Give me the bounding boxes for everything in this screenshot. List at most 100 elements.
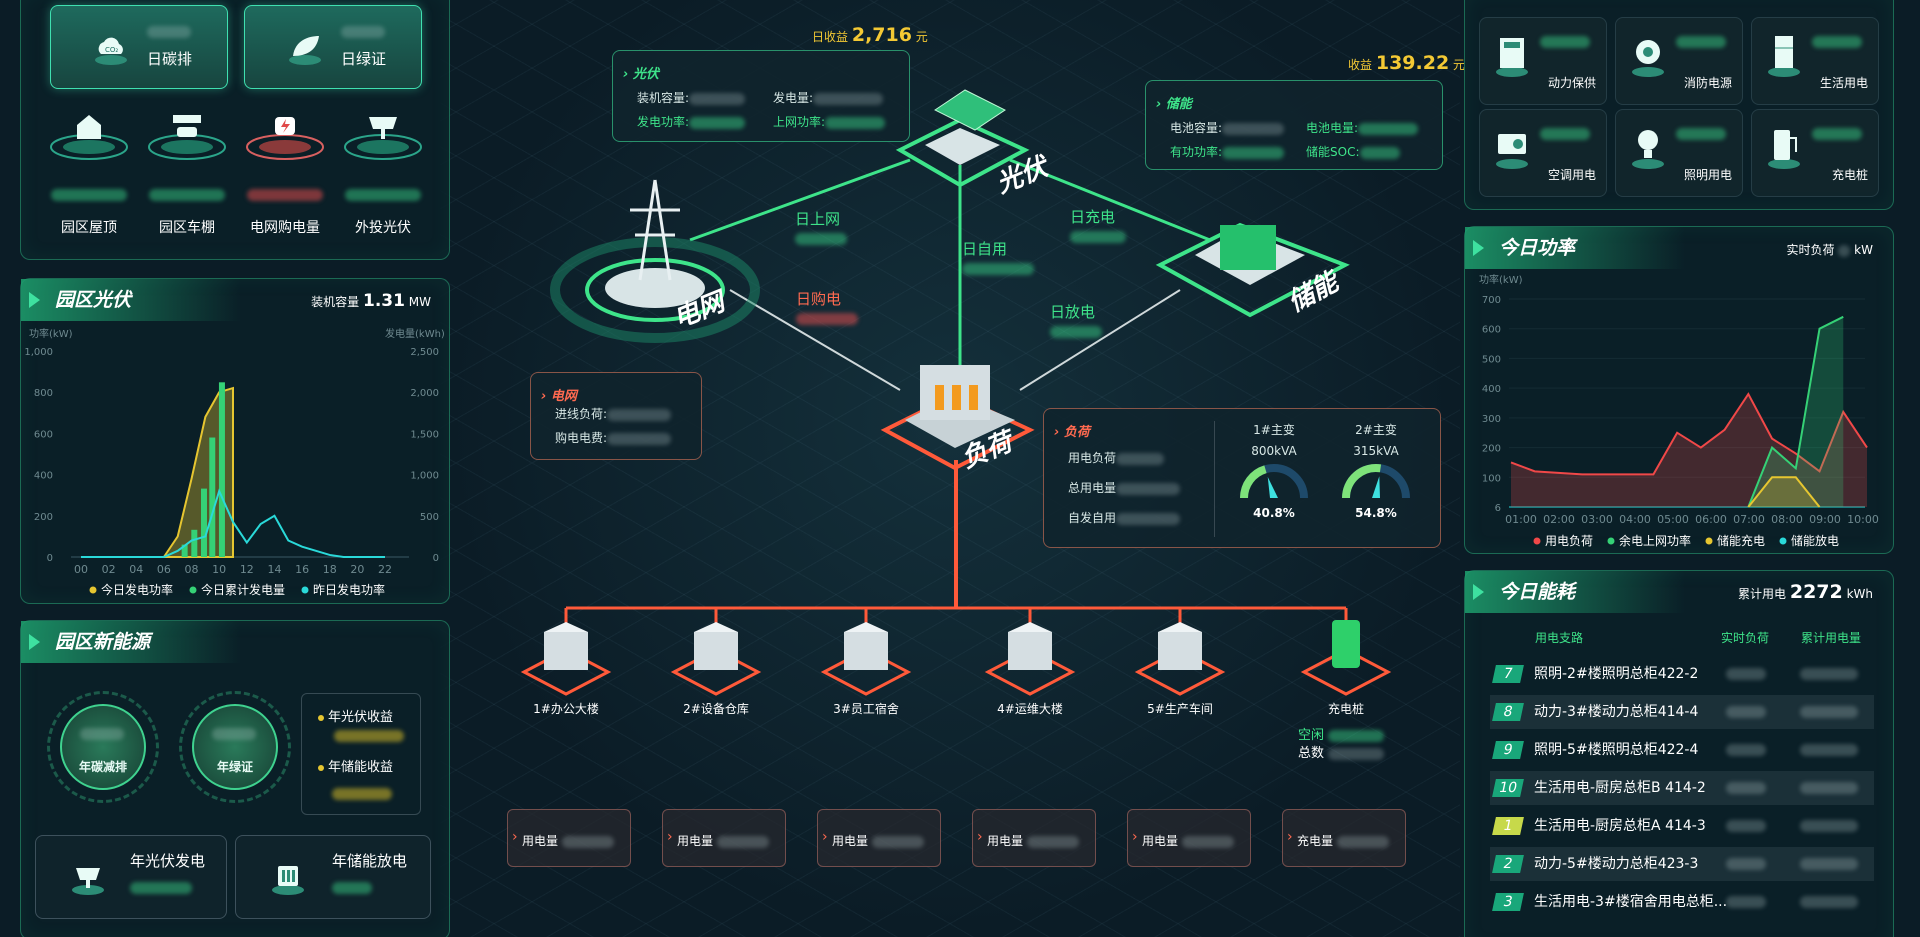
row-realtime-value (1726, 896, 1766, 908)
power-xtick: 06:00 (1695, 513, 1727, 526)
col-cumulative: 累计用电量 (1801, 631, 1862, 645)
pv-xtick: 14 (267, 563, 281, 576)
energy-panel-title: 今日能耗 (1465, 571, 1685, 613)
source-carport-value (149, 189, 225, 201)
row-cumulative-value (1800, 744, 1858, 756)
pv-xtick: 08 (185, 563, 199, 576)
annual-green-cert-label: 年绿证 (216, 760, 253, 774)
building-warehouse[interactable]: 2#设备仓库 (683, 702, 749, 716)
annual-pv-card[interactable]: 年光伏发电 (35, 835, 227, 919)
row-cumulative-value (1800, 668, 1858, 680)
col-branch: 用电支路 (1535, 631, 1584, 645)
pv-info-box[interactable]: › 光伏 装机容量: 发电量: 发电功率: 上网功率: (612, 50, 910, 142)
source-grid-value (247, 189, 323, 201)
power-ylabel: 功率(kW) (1479, 273, 1523, 286)
daily-carbon-tile[interactable]: CO₂ 日碳排 (50, 5, 228, 89)
building-roof (694, 622, 738, 632)
usage-warehouse[interactable]: 用电量 (662, 809, 786, 867)
source-roof[interactable]: 园区屋顶 (49, 103, 129, 253)
building-roof (1158, 622, 1202, 632)
device-charger[interactable]: 充电桩 (1751, 109, 1879, 197)
source-grid-purchase[interactable]: 电网购电量 (245, 103, 325, 253)
annual-green-cert-ring[interactable]: 年绿证 (179, 691, 291, 803)
building-office[interactable]: 1#办公大楼 (533, 702, 599, 716)
row-branch-name: 动力-5#楼动力总柜423-3 (1534, 856, 1699, 872)
load-info-box[interactable]: › 负荷 用电负荷 总用电量 自发自用 1#主变 800kVA 40.8% 2#… (1043, 408, 1441, 548)
building-body (544, 632, 588, 670)
row-branch-name: 动力-3#楼动力总柜414-4 (1534, 704, 1699, 720)
device-lighting[interactable]: 照明用电 (1615, 109, 1743, 197)
pv-income-legend: 年光伏收益 (328, 710, 394, 725)
usage-office[interactable]: 用电量 (507, 809, 631, 867)
daily-carbon-value (147, 26, 191, 38)
grid-info-box[interactable]: › 电网 进线负荷: 购电电费: (530, 372, 702, 460)
source-external-label: 外投光伏 (355, 220, 411, 236)
device-power-supply[interactable]: 动力保供 (1479, 17, 1607, 105)
row-branch-name: 照明-5#楼照明总柜422-4 (1534, 742, 1699, 758)
flow-grid-up: 日上网 (795, 208, 847, 247)
realtime-load: 实时负荷 kW (1786, 243, 1874, 257)
power-xtick: 04:00 (1619, 513, 1651, 526)
annual-storage-card[interactable]: 年储能放电 (235, 835, 431, 919)
source-external-value (345, 189, 421, 201)
storage-income: 收益 139.22 元 (1348, 52, 1466, 74)
device-fire-power[interactable]: 消防电源 (1615, 17, 1743, 105)
source-roof-value (51, 189, 127, 201)
building-body (694, 632, 738, 670)
building-workshop[interactable]: 5#生产车间 (1147, 702, 1213, 716)
charger-status: 空闲 总数 (1298, 727, 1385, 763)
row-rank: 10 (1492, 779, 1524, 797)
pv-ytick-left: 400 (34, 471, 53, 482)
building-ops[interactable]: 4#运维大楼 (997, 702, 1063, 716)
power-area-0 (1511, 394, 1867, 507)
pv-xtick: 10 (212, 563, 226, 576)
usage-workshop[interactable]: 用电量 (1127, 809, 1251, 867)
source-carport[interactable]: 园区车棚 (147, 103, 227, 253)
building-charger[interactable]: 充电桩 (1327, 702, 1364, 716)
pv-xtick: 02 (102, 563, 116, 576)
source-external-pv[interactable]: 外投光伏 (343, 103, 423, 253)
power-xtick: 10:00 (1847, 513, 1879, 526)
power-area-1 (1748, 316, 1844, 507)
pv-xtick: 22 (378, 563, 392, 576)
usage-dormitory[interactable]: 用电量 (817, 809, 941, 867)
gauge-needle (1267, 476, 1278, 498)
source-roof-label: 园区屋顶 (61, 220, 117, 236)
row-realtime-value (1726, 706, 1766, 718)
pv-legend-label: 今日发电功率 (101, 582, 173, 597)
pv-yesterday-line (81, 488, 385, 558)
row-cumulative-value (1800, 782, 1858, 794)
power-xtick: 09:00 (1809, 513, 1841, 526)
pv-ytick-left: 0 (47, 553, 53, 564)
power-legend-swatch (1607, 537, 1615, 545)
energy-panel: 今日能耗 累计用电 2272 kWh 用电支路 实时负荷 累计用电量 (1464, 570, 1894, 937)
device-aircon[interactable]: 空调用电 (1479, 109, 1607, 197)
storage-income-legend: 年储能收益 (328, 760, 394, 775)
storage-info-box[interactable]: › 储能 电池容量: 电池电量: 有功功率: 储能SOC: (1145, 80, 1443, 170)
pv-legend-swatch (189, 586, 197, 594)
pv-xtick: 06 (157, 563, 171, 576)
pv-legend-swatch (301, 586, 309, 594)
daily-green-cert-tile[interactable]: 日绿证 (244, 5, 422, 89)
transformer-1-gauge: 1#主变 800kVA 40.8% (1224, 421, 1324, 541)
annual-carbon-ring[interactable]: 年碳减排 (47, 691, 159, 803)
pv-ytick-right: 1,000 (410, 471, 439, 482)
device-living[interactable]: 生活用电 (1751, 17, 1879, 105)
usage-ops[interactable]: 用电量 (972, 809, 1096, 867)
building-body (1158, 632, 1202, 670)
gauge-fill (1240, 465, 1267, 499)
building-dormitory[interactable]: 3#员工宿舍 (833, 702, 899, 716)
row-realtime-value (1726, 858, 1766, 870)
building-roof (844, 622, 888, 632)
pv-xtick: 18 (323, 563, 337, 576)
total-usage: 累计用电 2272 kWh (1738, 581, 1873, 603)
usage-charger[interactable]: 充电量 (1282, 809, 1406, 867)
